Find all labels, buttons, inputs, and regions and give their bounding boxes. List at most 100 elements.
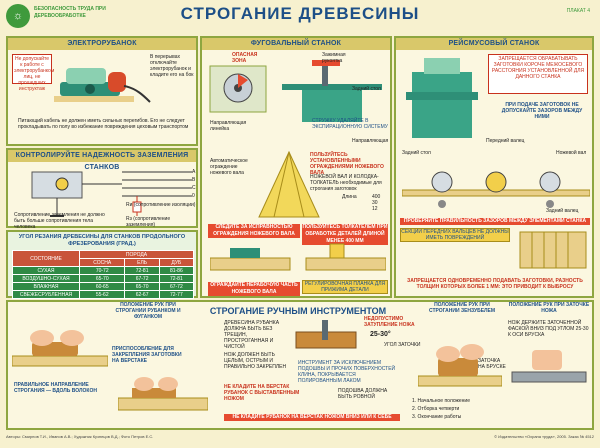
push-block-illustration bbox=[210, 243, 386, 271]
sharpening-bar-label: ЗАТОЧКА НА БРУСКЕ bbox=[478, 358, 506, 370]
angles-panel: УГОЛ РЕЗАНИЯ ДРЕВЕСИНЫ ДЛЯ СТАНКОВ ПРОДО… bbox=[6, 230, 198, 299]
rabbet-plane-illustration bbox=[418, 344, 502, 387]
sharpen-note: НОЖ ДЕРЖИТЕ ЗАТОЧЕННОЙ ФАСКОЙ ВНИЗ ПОД У… bbox=[508, 320, 589, 338]
footer-credits: Авторы: Смирнов Т.И., Иванов А.В.; Худож… bbox=[6, 434, 154, 439]
species-oak: ДУБ bbox=[158, 258, 195, 267]
nonworking-part-bar: ОГРАЖДАЙТЕ НЕРАБОЧУЮ ЧАСТЬ НОЖЕВОГО ВАЛА bbox=[208, 282, 300, 296]
table-cell: 67-72 bbox=[158, 282, 195, 291]
clamp-handle-label: Зажимная рукоятка bbox=[322, 52, 346, 64]
angles-heading: УГОЛ РЕЗАНИЯ ДРЕВЕСИНЫ ДЛЯ СТАНКОВ ПРОДО… bbox=[18, 234, 186, 247]
knife-guard-bar: СЛЕДИТЕ ЗА ИСПРАВНОСТЬЮ ОГРАЖДЕНИЯ НОЖЕВ… bbox=[208, 224, 300, 238]
table-row-state: ВЛАЖНАЯ bbox=[12, 282, 80, 291]
dim-height: 12 bbox=[372, 206, 378, 212]
dim-length: 400 bbox=[372, 194, 381, 200]
knife-note: НОЖ ДОЛЖЕН БЫТЬ ЦЕЛЫМ, ОСТРЫМ И ПРАВИЛЬН… bbox=[224, 352, 287, 370]
state-header: СОСТОЯНИЕ bbox=[12, 250, 80, 267]
rollers-diagram bbox=[402, 171, 590, 208]
thickness-warning: ЗАПРЕЩАЕТСЯ ОБРАБАТЫВАТЬ ЗАГОТОВКИ КОРОЧ… bbox=[488, 54, 588, 94]
clamp-note: ПРИСПОСОБЛЕНИЕ ДЛЯ ЗАКРЕПЛЕНИЯ ЗАГОТОВКИ… bbox=[112, 346, 182, 364]
front-roller-label: Передний валец bbox=[486, 138, 525, 144]
left-hands-heading: ПОЛОЖЕНИЕ РУК ПРИ СТРОГАНИИ РУБАНКОМ И Ф… bbox=[115, 302, 181, 320]
table-cell: 60-65 bbox=[78, 282, 126, 291]
table-cell: 72-81 bbox=[124, 266, 160, 275]
table-cell: 65-70 bbox=[78, 274, 126, 283]
ruler-label: Направляющая bbox=[352, 138, 389, 144]
roller-sections-illustration bbox=[519, 231, 587, 269]
fugal-panel: ФУГОВАЛЬНЫЙ СТАНОК ОПАСНАЯ ЗОНА Зажимная… bbox=[200, 36, 392, 298]
rz-label: Rз (сопротивление заземления) bbox=[126, 216, 171, 228]
logo-text: БЕЗОПАСНОСТЬ ТРУДА ПРИ ДЕРЕВООБРАБОТКЕ bbox=[34, 6, 106, 19]
sheet-label: ПЛАКАТ 4 bbox=[566, 8, 590, 14]
table-cell: 72-77 bbox=[158, 290, 195, 299]
sole-note: ПОДОШВА ДОЛЖНА БЫТЬ РОВНОЙ bbox=[338, 388, 388, 400]
danger-zone-label: ОПАСНАЯ ЗОНА bbox=[232, 52, 258, 64]
table-cell: 62-67 bbox=[124, 290, 160, 299]
species-spruce: ЕЛЬ bbox=[124, 258, 160, 267]
bottom-warning-bar: НЕ КЛАДИТЕ РУБАНОК НА ВЕРСТАК НОЖОМ ВНИЗ… bbox=[224, 414, 400, 421]
table-row-state: СУХАЯ bbox=[12, 266, 80, 275]
table-row-state: СВЕЖЕСРУБЛЕННАЯ bbox=[12, 290, 80, 299]
electro-panel: ЭЛЕКТРОРУБАНОК Не допускайте к работе с … bbox=[6, 36, 198, 146]
grounding-note: Сопротивление заземления не должно быть … bbox=[14, 212, 105, 230]
phase-a-label: A bbox=[192, 169, 196, 175]
grounding-panel: КОНТРОЛИРУЙТЕ НАДЕЖНОСТЬ ЗАЗЕМЛЕНИЯ СТАН… bbox=[6, 148, 198, 230]
sections-note: СЕКЦИИ ПЕРЕДНИХ ВАЛЬЦЕВ НЕ ДОЛЖНЫ ИМЕТЬ … bbox=[400, 228, 510, 242]
thickness-machine-illustration bbox=[406, 58, 478, 138]
table-row-state: ВОЗДУШНО-СУХАЯ bbox=[12, 274, 80, 283]
right-hands-heading: ПОЛОЖЕНИЕ РУК ПРИ СТРОГАНИИ ЗЕНЗУБЕЛЕМ bbox=[428, 302, 496, 314]
footer-publisher: © Издательство «Охрана труда», 2005. Зак… bbox=[494, 434, 594, 439]
workbench-clamp-illustration bbox=[118, 377, 208, 411]
page-title: СТРОГАНИЕ ДРЕВЕСИНЫ bbox=[180, 4, 420, 23]
gap-note: ПРИ ПОДАЧЕ ЗАГОТОВОК НЕ ДОПУСКАЙТЕ ЗАЗОР… bbox=[501, 102, 583, 120]
step-3: 3. Окончание работы bbox=[412, 414, 462, 420]
fugal-heading: ФУГОВАЛЬНЫЙ СТАНОК bbox=[202, 38, 390, 50]
angle-label: УГОЛ ЗАТОЧКИ bbox=[384, 342, 421, 348]
exhaust-note: СТРУЖКУ УДАЛЯЙТЕ В ЭКСПИРАЦИОННУЮ СИСТЕМ… bbox=[312, 118, 388, 130]
electro-note-top: В перерывах отключайте электрорубанок и … bbox=[150, 54, 194, 78]
table-cell: 72-81 bbox=[158, 274, 195, 283]
dim-width: 30 bbox=[372, 200, 378, 206]
tool-note: ИНСТРУМЕНТ ЗА ИСКЛЮЧЕНИЕМ ПОДОШВЫ И ПРОЧ… bbox=[298, 360, 396, 384]
sharpness-note: НЕДОПУСТИМО ЗАТУПЛЕНИЕ НОЖА bbox=[364, 316, 415, 328]
species-pine: СОСНА bbox=[78, 258, 126, 267]
hand-tool-panel: СТРОГАНИЕ РУЧНЫМ ИНСТРУМЕНТОМ ПОЛОЖЕНИЕ … bbox=[6, 300, 594, 430]
species-header: ПОРОДА bbox=[79, 250, 194, 259]
phase-0-label: 0 bbox=[192, 193, 195, 199]
table-cell: 81-86 bbox=[158, 266, 195, 275]
guard-fan-illustration bbox=[258, 150, 320, 218]
table-cell: 70-72 bbox=[78, 266, 126, 275]
rear-roller-label: Задний валец bbox=[546, 208, 579, 214]
hand-title: СТРОГАНИЕ РУЧНЫМ ИНСТРУМЕНТОМ bbox=[209, 306, 387, 316]
wood-note: ДРЕВЕСИНА РУБАНКА ДОЛЖНА БЫТЬ БЕЗ ТРЕЩИН… bbox=[224, 320, 280, 350]
logo: ☼ bbox=[6, 4, 30, 28]
electro-planer-illustration bbox=[54, 68, 151, 103]
prohibit-note: ЗАПРЕЩАЕТСЯ ОДНОВРЕМЕННО ПОДАВАТЬ ЗАГОТО… bbox=[407, 278, 583, 290]
phase-c-label: C bbox=[192, 185, 196, 191]
grounding-heading: КОНТРОЛИРУЙТЕ НАДЕЖНОСТЬ ЗАЗЕМЛЕНИЯ СТАН… bbox=[8, 150, 196, 171]
step-1: 1. Начальное положение bbox=[412, 398, 470, 404]
check-gaps-bar: ПРОВЕРЯЙТЕ ПРАВИЛЬНОСТЬ ЗАЗОРОВ МЕЖДУ ЭЛ… bbox=[400, 218, 590, 225]
hand-planing-illustration bbox=[12, 330, 108, 367]
phase-b-label: B bbox=[192, 177, 196, 183]
sharpening-illustration bbox=[511, 350, 587, 383]
table-cell: 55-62 bbox=[78, 290, 126, 299]
knife-block-note: НОЖЕВОЙ ВАЛ И КОЛОДКА-ТОЛКАТЕЛЬ необходи… bbox=[310, 174, 382, 192]
adjust-strip-bar: РЕГУЛИРОВОЧНАЯ ПЛАНКА ДЛЯ ПРИЖИМА ДЕТАЛИ bbox=[302, 280, 388, 294]
fence-label: Направляющая линейка bbox=[210, 120, 247, 132]
dims-label: Длина bbox=[342, 194, 357, 200]
push-bar: ПОЛЬЗУЙТЕСЬ ТОЛКАТЕЛЕМ ПРИ ОБРАБОТКЕ ДЕТ… bbox=[302, 224, 388, 245]
grounding-diagram bbox=[31, 171, 192, 217]
thickness-panel: РЕЙСМУСОВЫЙ СТАНОК ЗАПРЕЩАЕТСЯ ОБРАБАТЫВ… bbox=[394, 36, 594, 298]
direction-note: ПРАВИЛЬНОЕ НАПРАВЛЕНИЕ СТРОГАНИЯ — ВДОЛЬ… bbox=[14, 382, 97, 394]
angle-value: 25-30° bbox=[370, 331, 391, 338]
plane-illustration bbox=[295, 320, 357, 349]
electro-note-bottom: Питающий кабель не должен иметь сильных … bbox=[18, 118, 189, 130]
electro-heading: ЭЛЕКТРОРУБАНОК bbox=[8, 38, 196, 50]
rear-table-label: Задний стол bbox=[402, 150, 431, 156]
jointer-machine-illustration bbox=[282, 60, 382, 122]
auto-guard-label: Автоматическое ограждение ножевого вала bbox=[210, 158, 248, 176]
ri-label: Rи (сопротивление изоляции) bbox=[126, 202, 196, 208]
fix-guard-note: ПОЛЬЗУЙТЕСЬ УСТАНОВЛЕННЫМИ ОГРАЖДЕНИЯМИ … bbox=[310, 152, 384, 176]
jointer-head-illustration bbox=[209, 65, 267, 113]
